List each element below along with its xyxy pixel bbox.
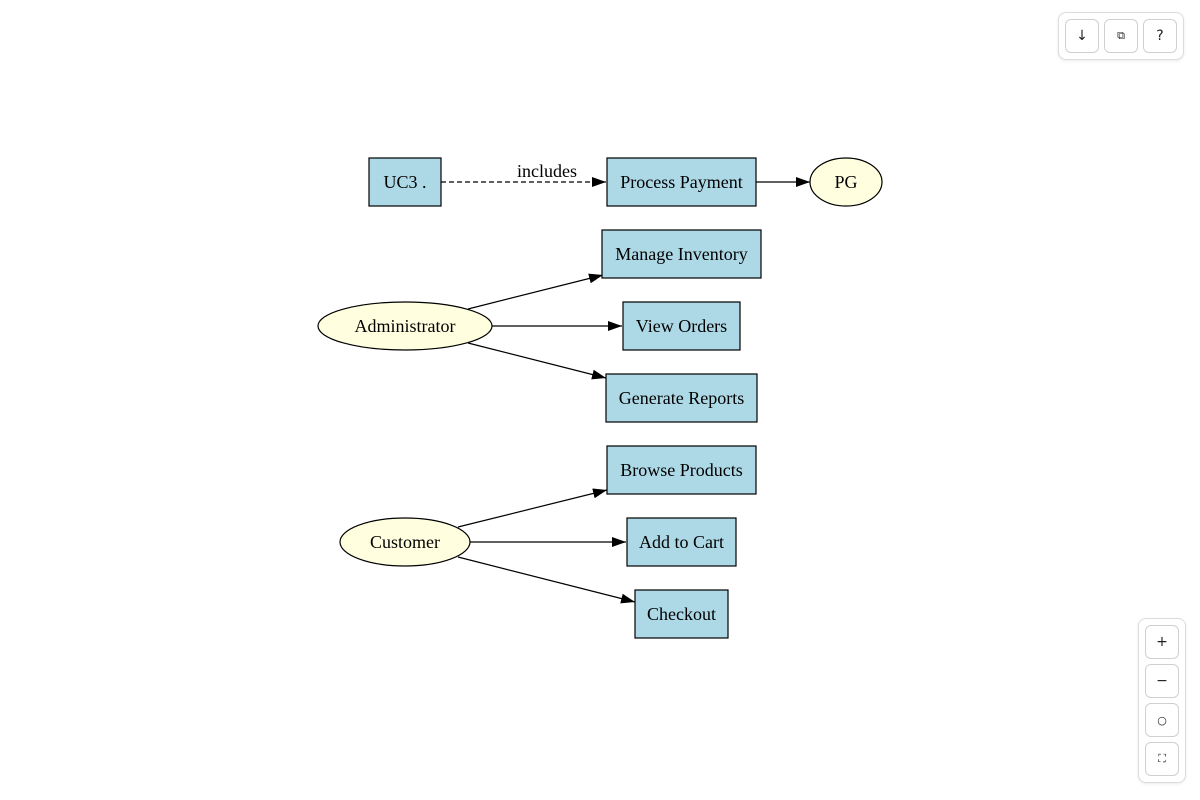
zoom-in-button[interactable]: + — [1145, 625, 1179, 659]
zoom-out-button[interactable]: − — [1145, 664, 1179, 698]
fit-screen-icon: ⛶ — [1158, 752, 1166, 765]
node-uc3[interactable]: UC3 . — [368, 157, 442, 207]
help-button[interactable]: ? — [1143, 19, 1177, 53]
node-label-customer: Customer — [370, 532, 440, 552]
node-browse-products[interactable]: Browse Products — [606, 445, 757, 495]
node-generate-reports[interactable]: Generate Reports — [605, 373, 758, 423]
edges — [441, 177, 810, 604]
circle-icon: ○ — [1157, 713, 1167, 727]
top-toolbar: ↓ ⧉ ? — [1058, 12, 1184, 60]
node-label-administrator: Administrator — [355, 316, 456, 336]
node-label-manage-inventory: Manage Inventory — [615, 244, 747, 264]
node-label-uc3: UC3 . — [383, 172, 426, 192]
plus-icon: + — [1156, 634, 1168, 650]
node-label-pg: PG — [834, 172, 857, 192]
node-label-process-payment: Process Payment — [620, 172, 742, 192]
node-pg[interactable]: PG — [809, 157, 883, 207]
edge-customer-browse-products — [457, 488, 608, 528]
minus-icon: − — [1156, 673, 1168, 689]
edge-administrator-manage-inventory — [467, 273, 604, 310]
node-administrator[interactable]: Administrator — [317, 301, 493, 351]
node-view-orders[interactable]: View Orders — [622, 301, 741, 351]
edge-customer-checkout — [457, 556, 636, 604]
node-label-browse-products: Browse Products — [620, 460, 743, 480]
download-icon: ↓ — [1076, 28, 1088, 44]
node-label-add-to-cart: Add to Cart — [639, 532, 724, 552]
node-label-view-orders: View Orders — [636, 316, 727, 336]
edge-administrator-generate-reports — [467, 342, 607, 380]
reset-view-button[interactable]: ○ — [1145, 703, 1179, 737]
help-icon: ? — [1156, 28, 1164, 44]
node-label-checkout: Checkout — [647, 604, 716, 624]
copy-button[interactable]: ⧉ — [1104, 19, 1138, 53]
edge-label-includes: includes — [517, 161, 577, 181]
download-button[interactable]: ↓ — [1065, 19, 1099, 53]
node-manage-inventory[interactable]: Manage Inventory — [601, 229, 762, 279]
fit-screen-button[interactable]: ⛶ — [1145, 742, 1179, 776]
node-add-to-cart[interactable]: Add to Cart — [626, 517, 737, 567]
node-customer[interactable]: Customer — [339, 517, 471, 567]
node-process-payment[interactable]: Process Payment — [606, 157, 757, 207]
copy-icon: ⧉ — [1117, 29, 1125, 42]
zoom-controls: + − ○ ⛶ — [1138, 618, 1186, 783]
node-checkout[interactable]: Checkout — [634, 589, 729, 639]
node-label-generate-reports: Generate Reports — [619, 388, 744, 408]
